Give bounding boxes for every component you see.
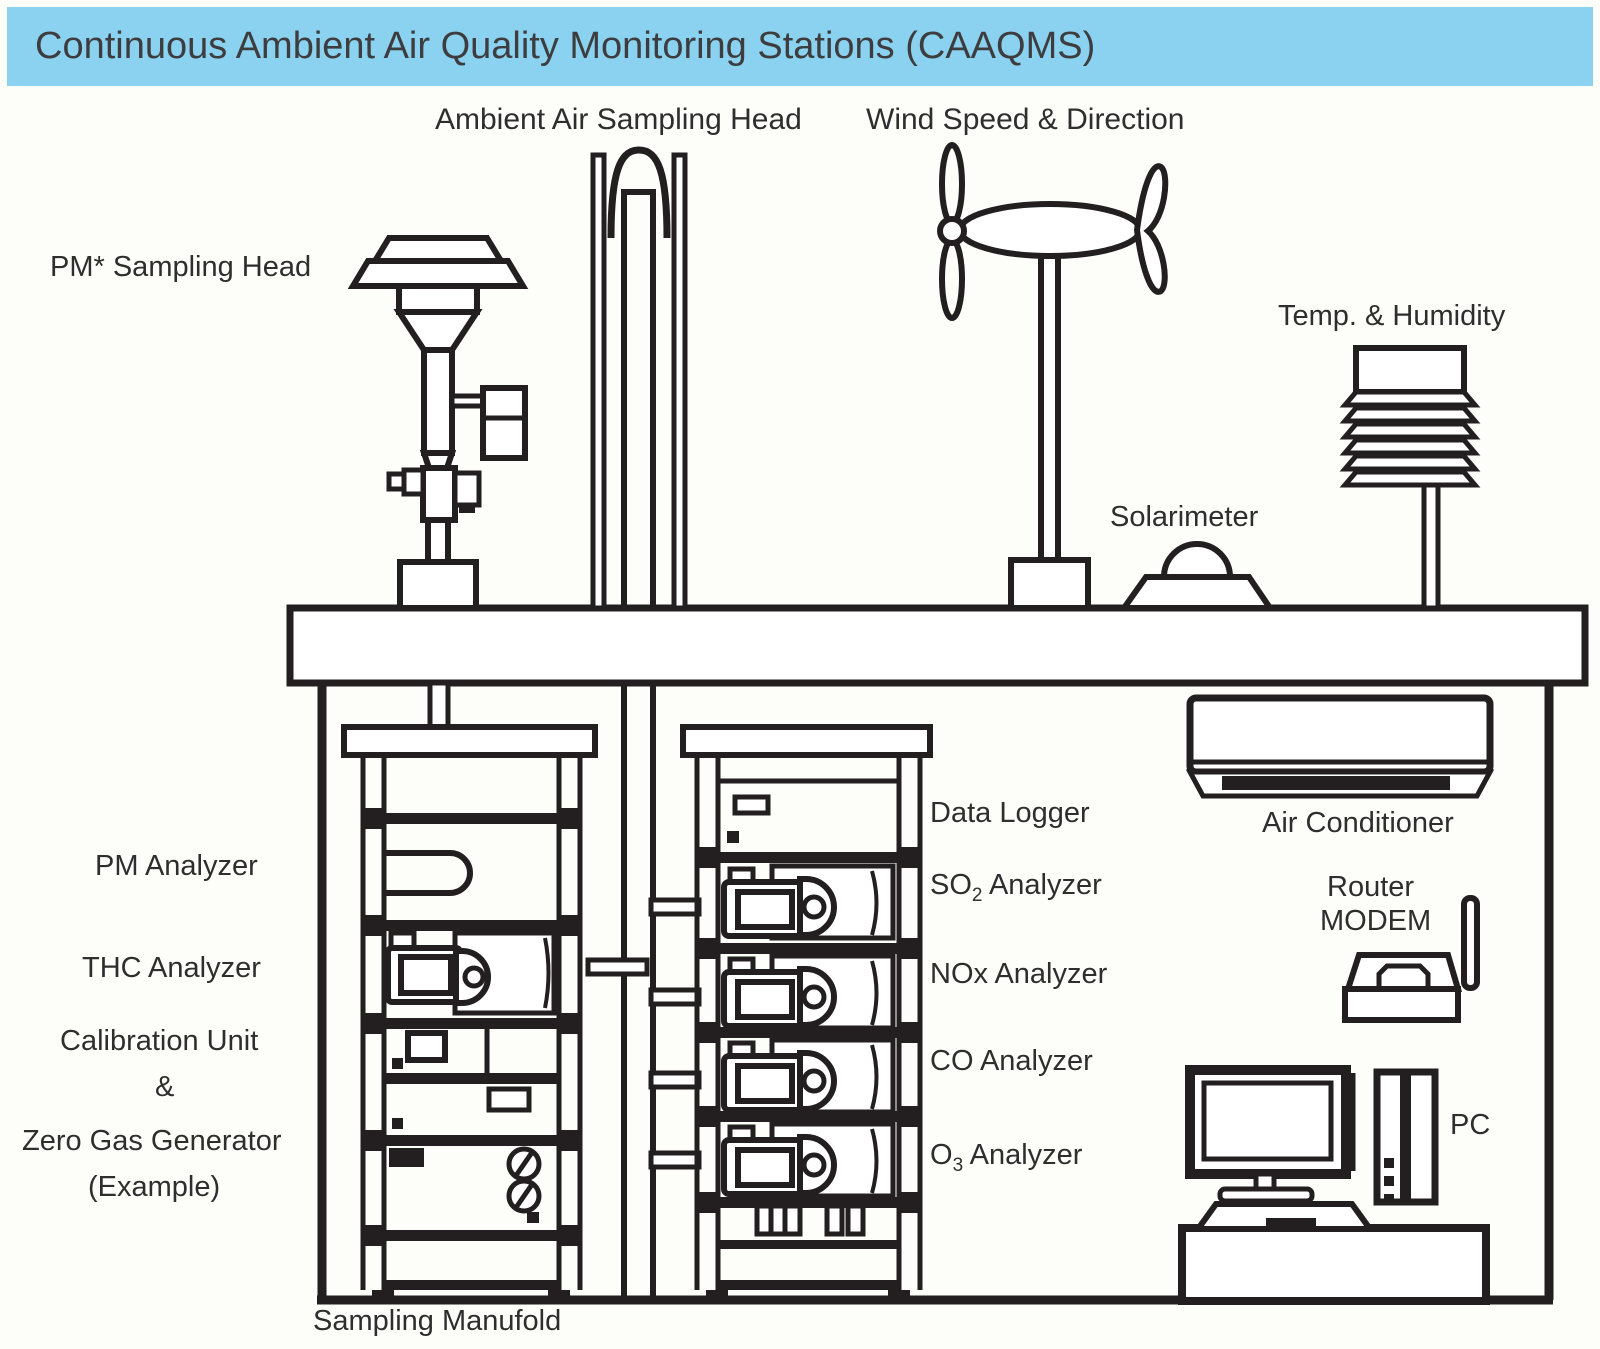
pm-analyzer-unit <box>384 850 473 896</box>
page-title: Continuous Ambient Air Quality Monitorin… <box>35 25 1096 67</box>
data-logger-unit <box>727 794 771 843</box>
so2-analyzer-unit <box>721 863 896 941</box>
temp-humidity-sensor <box>1339 345 1481 611</box>
label-so2-analyzer: SO2 Analyzer <box>930 869 1102 906</box>
label-co-analyzer: CO Analyzer <box>930 1045 1093 1077</box>
label-air-conditioner: Air Conditioner <box>1262 807 1454 839</box>
title-bar: Continuous Ambient Air Quality Monitorin… <box>7 7 1593 86</box>
zero-gas-generator-unit <box>389 1146 542 1223</box>
o3-analyzer-unit <box>721 1121 896 1199</box>
label-pm-analyzer: PM Analyzer <box>95 850 258 882</box>
label-router: Router <box>1327 871 1415 903</box>
label-temp-humidity: Temp. & Humidity <box>1278 300 1506 332</box>
left-rack <box>341 680 598 1300</box>
right-rack <box>680 724 933 1300</box>
label-thc-analyzer: THC Analyzer <box>82 952 261 984</box>
desk <box>1178 1224 1490 1305</box>
label-zero-gas-generator: Zero Gas Generator <box>22 1125 282 1157</box>
label-ambient-air-sampling-head: Ambient Air Sampling Head <box>435 103 802 136</box>
ambient-air-sampling-head <box>590 146 688 611</box>
label-o3-analyzer: O3 Analyzer <box>930 1139 1083 1176</box>
pc <box>1178 1065 1490 1305</box>
solarimeter <box>1118 541 1276 611</box>
thc-analyzer-unit <box>385 930 557 1016</box>
vent-panel <box>754 1203 866 1237</box>
router-modem <box>1342 895 1480 1023</box>
label-solarimeter: Solarimeter <box>1110 501 1259 533</box>
label-sampling-manifold: Sampling Manufold <box>313 1305 562 1337</box>
label-pc: PC <box>1450 1109 1491 1141</box>
label-calibration-unit: Calibration Unit <box>60 1025 259 1057</box>
label-nox-analyzer: NOx Analyzer <box>930 958 1108 990</box>
keyboard <box>1192 1201 1376 1232</box>
sampling-manifold-pipe <box>585 683 702 1300</box>
wind-sensor <box>937 142 1169 611</box>
calibration-unit <box>392 1029 490 1073</box>
label-wind-speed-direction: Wind Speed & Direction <box>866 103 1185 136</box>
pm-sampling-head <box>347 235 529 611</box>
label-pm-sampling-head: PM* Sampling Head <box>50 251 312 283</box>
co-analyzer-unit <box>721 1037 896 1115</box>
label-ampersand: & <box>155 1071 175 1103</box>
label-example: (Example) <box>88 1171 221 1203</box>
label-data-logger: Data Logger <box>930 797 1090 829</box>
zero-air-unit <box>392 1086 532 1129</box>
nox-analyzer-unit <box>721 953 896 1031</box>
air-conditioner <box>1185 694 1495 799</box>
label-modem: MODEM <box>1320 905 1432 937</box>
